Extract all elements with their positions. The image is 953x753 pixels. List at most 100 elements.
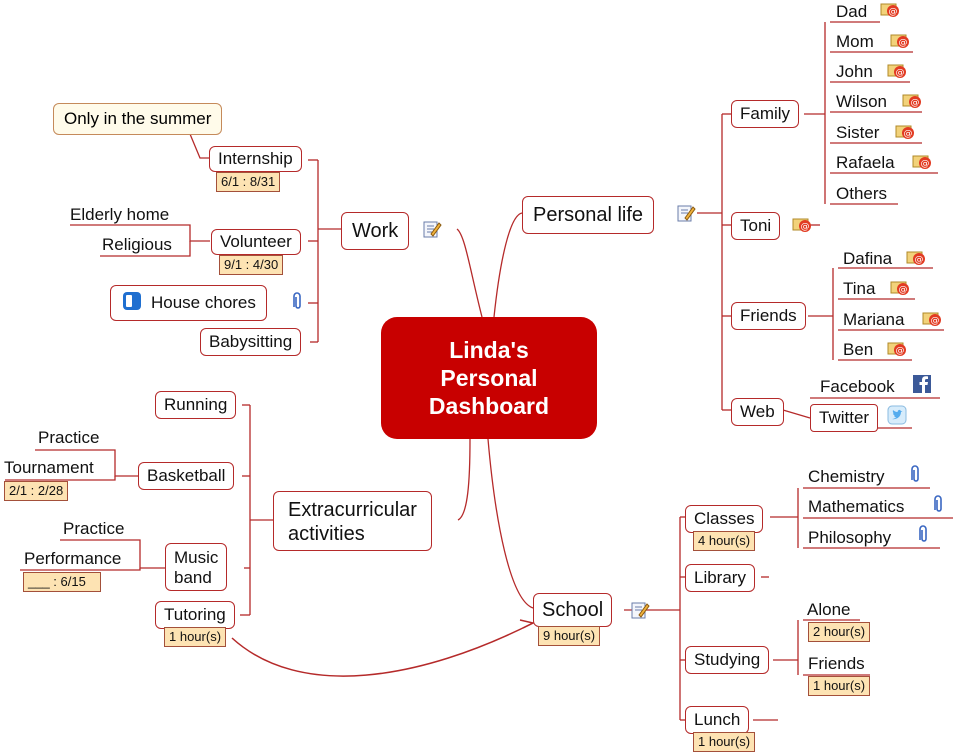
work-topic[interactable]: Work: [341, 212, 410, 250]
family-topic[interactable]: Family: [731, 100, 800, 128]
extracurricular-label-line2: activities: [288, 523, 365, 545]
email-icon: @: [792, 218, 811, 232]
internship-label: Internship: [218, 149, 293, 168]
svg-text:@: @: [904, 129, 913, 139]
friends-duration-tag: 1 hour(s): [808, 676, 871, 696]
studying-friends[interactable]: Friends: [808, 654, 865, 673]
svg-text:@: @: [911, 98, 920, 108]
basketball-tournament[interactable]: Tournament: [4, 458, 94, 477]
web-topic[interactable]: Web: [731, 398, 784, 426]
alone-duration-tag: 2 hour(s): [808, 622, 871, 642]
svg-text:@: @: [931, 316, 940, 326]
attachment-icon: [934, 495, 942, 512]
basketball-practice[interactable]: Practice: [38, 428, 100, 447]
svg-text:@: @: [899, 38, 908, 48]
family-wilson[interactable]: Wilson: [836, 92, 888, 111]
email-icon: @: [890, 34, 909, 48]
babysitting-label: Babysitting: [209, 332, 293, 351]
friends-topic[interactable]: Friends: [731, 302, 806, 330]
email-icon: @: [902, 94, 921, 108]
studying-label: Studying: [694, 650, 761, 669]
library-topic[interactable]: Library: [685, 564, 755, 592]
web-twitter-topic[interactable]: Twitter: [810, 404, 879, 432]
house-chores-topic[interactable]: House chores: [110, 285, 267, 321]
svg-text:@: @: [921, 159, 930, 169]
lunch-topic[interactable]: Lunch: [685, 706, 750, 734]
svg-text:@: @: [915, 255, 924, 265]
music-band-label-line2: band: [174, 568, 212, 587]
class-mathematics[interactable]: Mathematics: [808, 497, 905, 516]
music-band-label-line1: Music: [174, 548, 219, 567]
school-label: School: [542, 599, 604, 621]
central-topic-line2: Personal: [440, 365, 538, 391]
toni-topic[interactable]: Toni: [731, 212, 781, 240]
web-facebook[interactable]: Facebook: [820, 377, 895, 396]
central-topic-line1: Linda's: [449, 337, 529, 363]
studying-topic[interactable]: Studying: [685, 646, 770, 674]
classes-duration-tag: 4 hour(s): [693, 531, 756, 551]
note-icon: [677, 205, 696, 222]
family-others[interactable]: Others: [836, 184, 888, 203]
web-twitter-label: Twitter: [819, 408, 870, 427]
central-topic-line3: Dashboard: [428, 393, 550, 419]
elderly-home-topic[interactable]: Elderly home: [70, 205, 170, 224]
email-icon: @: [880, 3, 899, 17]
lunch-duration-tag: 1 hour(s): [693, 732, 756, 752]
family-sister[interactable]: Sister: [836, 123, 880, 142]
music-band-topic[interactable]: Music band: [165, 543, 228, 591]
babysitting-topic[interactable]: Babysitting: [200, 328, 302, 356]
running-topic[interactable]: Running: [155, 391, 237, 419]
tutoring-label: Tutoring: [164, 605, 226, 624]
friend-mariana[interactable]: Mariana: [843, 310, 905, 329]
email-icon: @: [912, 155, 931, 169]
friend-tina[interactable]: Tina: [843, 279, 876, 298]
family-dad[interactable]: Dad: [836, 2, 868, 21]
personal-life-topic[interactable]: Personal life: [522, 196, 655, 234]
class-philosophy[interactable]: Philosophy: [808, 528, 892, 547]
extracurricular-topic[interactable]: Extracurricular activities: [273, 491, 432, 551]
tutoring-topic[interactable]: Tutoring: [155, 601, 235, 629]
internship-note-text: Only in the summer: [64, 109, 212, 128]
volunteer-topic[interactable]: Volunteer: [211, 229, 301, 255]
studying-alone[interactable]: Alone: [807, 600, 851, 619]
tournament-date-tag: 2/1 : 2/28: [4, 481, 69, 501]
svg-text:@: @: [801, 222, 810, 232]
friend-dafina[interactable]: Dafina: [843, 249, 893, 268]
email-icon: @: [906, 251, 925, 265]
classes-topic[interactable]: Classes: [685, 505, 764, 533]
twitter-icon: [887, 405, 907, 425]
internship-topic[interactable]: Internship: [209, 146, 302, 172]
religious-topic[interactable]: Religious: [102, 235, 172, 254]
performance-date-tag: ___ : 6/15: [23, 572, 101, 592]
volunteer-label: Volunteer: [220, 232, 292, 251]
class-chemistry[interactable]: Chemistry: [808, 467, 885, 486]
basketball-label: Basketball: [147, 466, 226, 485]
family-label: Family: [740, 104, 791, 123]
running-label: Running: [164, 395, 228, 414]
family-mom[interactable]: Mom: [836, 32, 874, 51]
extracurricular-label-line1: Extracurricular: [288, 499, 417, 521]
friends-label: Friends: [740, 306, 797, 325]
svg-text:@: @: [889, 7, 898, 17]
internship-note-callout: Only in the summer: [53, 103, 223, 135]
note-icon: [423, 221, 442, 238]
svg-text:@: @: [899, 285, 908, 295]
school-topic[interactable]: School: [533, 593, 613, 627]
email-icon: @: [887, 64, 906, 78]
facebook-icon: [913, 375, 931, 393]
family-john[interactable]: John: [836, 62, 873, 81]
svg-text:@: @: [896, 346, 905, 356]
email-icon: @: [890, 281, 909, 295]
music-practice[interactable]: Practice: [63, 519, 125, 538]
email-icon: @: [895, 125, 914, 139]
family-rafaela[interactable]: Rafaela: [836, 153, 895, 172]
friend-ben[interactable]: Ben: [843, 340, 874, 359]
music-performance[interactable]: Performance: [24, 549, 122, 568]
basketball-topic[interactable]: Basketball: [138, 462, 235, 490]
email-icon: @: [887, 342, 906, 356]
attachment-icon: [911, 465, 919, 482]
note-icon: [631, 602, 650, 619]
